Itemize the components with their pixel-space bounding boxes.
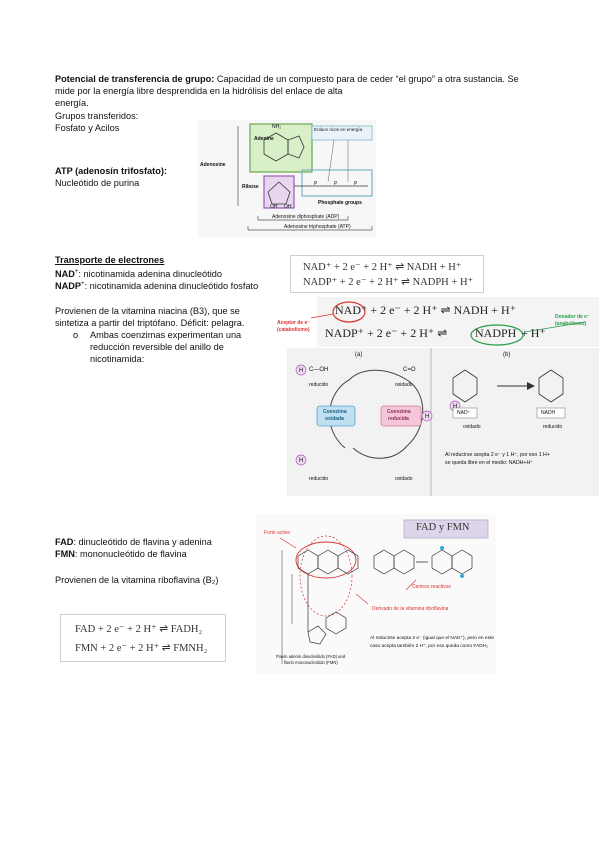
- nadp-term: NADP: [55, 281, 82, 292]
- atp-label: Adenosine triphosphate (ATP): [284, 224, 351, 230]
- definition-line-3: energía.: [55, 98, 89, 108]
- nad-eq-species: NAD: [335, 303, 361, 317]
- nadp-desc: : nicotinamida adenina dinucleótido fosf…: [84, 281, 259, 292]
- reducido-b: reducido: [543, 424, 563, 430]
- energy-bonds-note: Enlace ricos en energía: [314, 127, 363, 132]
- nicotinamide-reduction-figure: NAD ⁺ + 2 e⁻ + 2 H⁺ ⇌ NADH + H⁺ NADP⁺ + …: [257, 296, 599, 496]
- donor-sublabel: (anabolismo): [555, 321, 587, 327]
- riboflavin-derived-label: Derivado de la vitamina riboflavina: [372, 606, 449, 612]
- fad-desc: : dinucleótido de flavina y adenina: [73, 537, 212, 547]
- atp-structure-figure: Adenine NH₂ Adenosine Ribose OH OH Enlac…: [198, 120, 376, 238]
- nad-definition: NAD+: nicotinamida adenina dinucleótido: [55, 267, 222, 281]
- nadp-sup: +: [81, 281, 85, 287]
- riboflavin-origin: Provienen de la vitamina riboflavina (B₂…: [55, 575, 219, 585]
- definition-text: Capacidad de un compuesto para de ceder …: [214, 74, 519, 84]
- active-site-label: Forte activo: [264, 530, 291, 536]
- groups-label: Grupos transferidos:: [55, 111, 139, 121]
- group-transfer-definition: Potencial de transferencia de grupo: Cap…: [55, 74, 519, 86]
- atp-heading: ATP (adenosín trifosfato):: [55, 166, 167, 176]
- h-atom-4: H: [453, 404, 458, 410]
- coenzyme-oxidized-1: Coenzima: [323, 409, 347, 415]
- nad-sup: +: [74, 269, 79, 275]
- nad-note-line-2: se queda libre en el medio: NADH+H⁺: [445, 460, 533, 466]
- nad-term: NAD: [55, 269, 75, 280]
- fad-caption-line-1: Flavín adenín dinucleótido (FAD) and: [276, 654, 346, 659]
- oxidado-top: oxidado: [395, 382, 413, 388]
- bullet-marker: o: [73, 330, 79, 340]
- h-atom-1: H: [299, 368, 304, 374]
- adp-label: Adenosine diphosphate (ADP): [272, 214, 340, 220]
- ribose-label: Ribose: [242, 184, 259, 190]
- fad-note-line-2: caso acepta también 2 H⁺, por eso queda …: [370, 644, 488, 649]
- fad-fmn-figure: FAD y FMN Forte activo Centros reactivos…: [256, 514, 496, 674]
- nicotinamide-reduction-diagram: [287, 297, 599, 496]
- oh-label-1: OH: [270, 204, 278, 210]
- fad-term: FAD: [55, 537, 74, 547]
- h-atom-3: H: [299, 458, 304, 464]
- bullet-line-3: nicotinamida:: [90, 354, 145, 364]
- carbonyl-group: C=O: [403, 367, 416, 373]
- coenzyme-reduced-2: reducida: [388, 416, 409, 422]
- phosphate-groups-label: Phosphate groups: [318, 200, 362, 206]
- fad-equation: FAD + 2 e⁻ + 2 H⁺ ⇌ FADH₂: [75, 624, 203, 635]
- definition-line-2: mide por la energía libre desprendida en…: [55, 86, 343, 96]
- oh-label-2: OH: [284, 204, 292, 210]
- fad-equations-box: FAD + 2 e⁻ + 2 H⁺ ⇌ FADH₂ FMN + 2 e⁻ + 2…: [60, 614, 226, 662]
- fad-note-line-1: Al reducirse acepta 2 e⁻ (igual que el N…: [370, 636, 494, 641]
- coenzyme-reduced-1: Coenzima: [387, 409, 411, 415]
- acceptor-sublabel: (catabolismo): [277, 327, 310, 333]
- fad-fmn-title: FAD y FMN: [416, 522, 470, 533]
- donor-label: Donador de e⁻: [555, 314, 590, 320]
- nh2-label: NH₂: [272, 124, 282, 130]
- reducido-bottom: reducido: [309, 476, 329, 482]
- nad-note-line-1: Al reducirse acepta 2 e⁻ y 1 H⁺, por eso…: [445, 452, 550, 458]
- niacin-origin-line-2: sintetiza a partir del triptófano. Défic…: [55, 318, 245, 328]
- alcohol-group: C—OH: [309, 367, 329, 373]
- fmn-desc: : mononucleótido de flavina: [74, 549, 187, 559]
- nad-eq-rest: ⁺ + 2 e⁻ + 2 H⁺ ⇌ NADH + H⁺: [361, 303, 517, 317]
- phosphate-p-2: P: [334, 181, 338, 187]
- nadp-eq-end: + H⁺: [521, 326, 546, 340]
- oxidado-b: oxidado: [463, 424, 481, 430]
- nad-plus-tag: NAD⁺: [457, 410, 471, 416]
- phosphate-p-3: P: [354, 181, 358, 187]
- nadp-equation: NADP⁺ + 2 e⁻ + 2 H⁺ ⇌ NADPH + H⁺: [303, 277, 474, 288]
- fad-caption-line-2: flavín mononucleótido (FMN): [284, 660, 338, 665]
- oxidado-bottom: oxidado: [395, 476, 413, 482]
- nadph-species: NADPH: [475, 326, 517, 340]
- niacin-origin-line-1: Provienen de la vitamina niacina (B3), q…: [55, 306, 240, 316]
- reactive-centers-label: Centros reactivos: [412, 584, 451, 590]
- nadp-definition: NADP+: nicotinamida adenina dinucleótido…: [55, 279, 258, 293]
- phosphate-p-1: P: [314, 181, 318, 187]
- electron-transport-heading: Transporte de electrones: [55, 255, 165, 265]
- fad-definition: FAD: dinucleótido de flavina y adenina: [55, 537, 212, 549]
- definition-term: Potencial de transferencia de grupo:: [55, 74, 215, 84]
- reducido-top: reducido: [309, 382, 329, 388]
- nad-desc: : nicotinamida adenina dinucleótido: [78, 269, 222, 280]
- fad-fmn-structure-diagram: [279, 519, 489, 664]
- acceptor-label: Aceptor de e⁻: [277, 320, 310, 326]
- bullet-line-2: reducción reversible del anillo de: [90, 342, 224, 352]
- bullet-line-1: Ambas coenzimas experimentan una: [90, 330, 242, 340]
- fmn-definition: FMN: mononucleótido de flavina: [55, 549, 187, 561]
- atp-description: Nucleótido de purina: [55, 178, 140, 188]
- coenzyme-oxidized-2: oxidada: [325, 416, 344, 422]
- nad-equations-box: NAD⁺ + 2 e⁻ + 2 H⁺ ⇌ NADH + H⁺ NADP⁺ + 2…: [290, 255, 484, 293]
- nadp-eq-start: NADP⁺ + 2 e⁻ + 2 H⁺ ⇌: [325, 326, 448, 340]
- groups-value: Fosfato y Acilos: [55, 123, 120, 133]
- fmn-equation: FMN + 2 e⁻ + 2 H⁺ ⇌ FMNH₂: [75, 643, 208, 654]
- nad-equation: NAD⁺ + 2 e⁻ + 2 H⁺ ⇌ NADH + H⁺: [303, 262, 462, 273]
- panel-b-label: (b): [503, 352, 511, 358]
- fmn-term: FMN: [55, 549, 75, 559]
- nadh-tag: NADH: [541, 410, 556, 416]
- h-atom-2: H: [425, 414, 430, 420]
- panel-a-label: (a): [355, 352, 363, 358]
- adenosine-label: Adenosine: [200, 162, 226, 168]
- adenine-label: Adenine: [254, 136, 274, 142]
- atp-structure-diagram: [237, 123, 373, 231]
